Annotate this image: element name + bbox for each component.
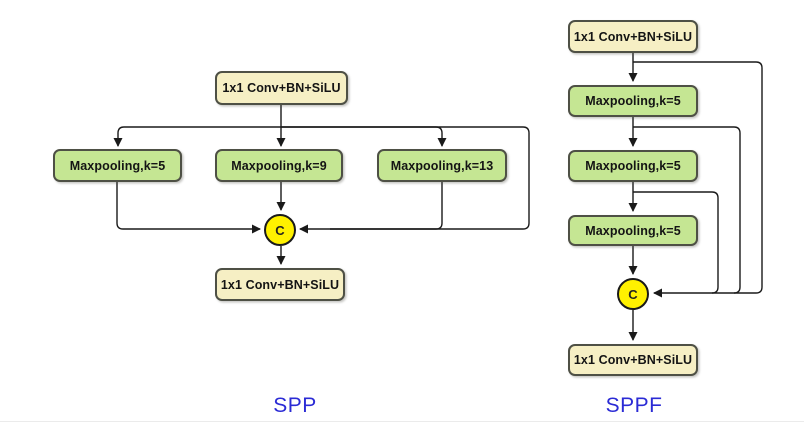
spp-pool1-to-concat-arrow	[116, 182, 261, 234]
spp-connectors	[113, 105, 530, 265]
spp-maxpool-k9-box: Maxpooling,k=9	[215, 149, 343, 182]
sppf-maxpool1-box: Maxpooling,k=5	[568, 85, 698, 117]
spp-output-conv-box: 1x1 Conv+BN+SiLU	[215, 268, 345, 301]
sppf-caption: SPPF	[605, 394, 663, 417]
spp-split-right-arrow	[281, 126, 447, 147]
spp-split-left-arrow	[113, 126, 281, 147]
bottom-divider-line	[0, 421, 804, 422]
spp-maxpool-k5-box: Maxpooling,k=5	[53, 149, 182, 182]
sppf-concat-node: C	[617, 278, 649, 310]
sppf-maxpool2-box: Maxpooling,k=5	[568, 150, 698, 182]
spp-concat-node: C	[264, 214, 296, 246]
spp-input-conv-box: 1x1 Conv+BN+SiLU	[215, 71, 348, 105]
sppf-input-conv-box: 1x1 Conv+BN+SiLU	[568, 20, 698, 53]
spp-maxpool-k13-box: Maxpooling,k=13	[377, 149, 507, 182]
sppf-output-conv-box: 1x1 Conv+BN+SiLU	[568, 344, 698, 376]
sppf-maxpool3-box: Maxpooling,k=5	[568, 215, 698, 246]
spp-pool3-to-concat-line	[330, 182, 443, 230]
spp-caption: SPP	[273, 394, 317, 417]
